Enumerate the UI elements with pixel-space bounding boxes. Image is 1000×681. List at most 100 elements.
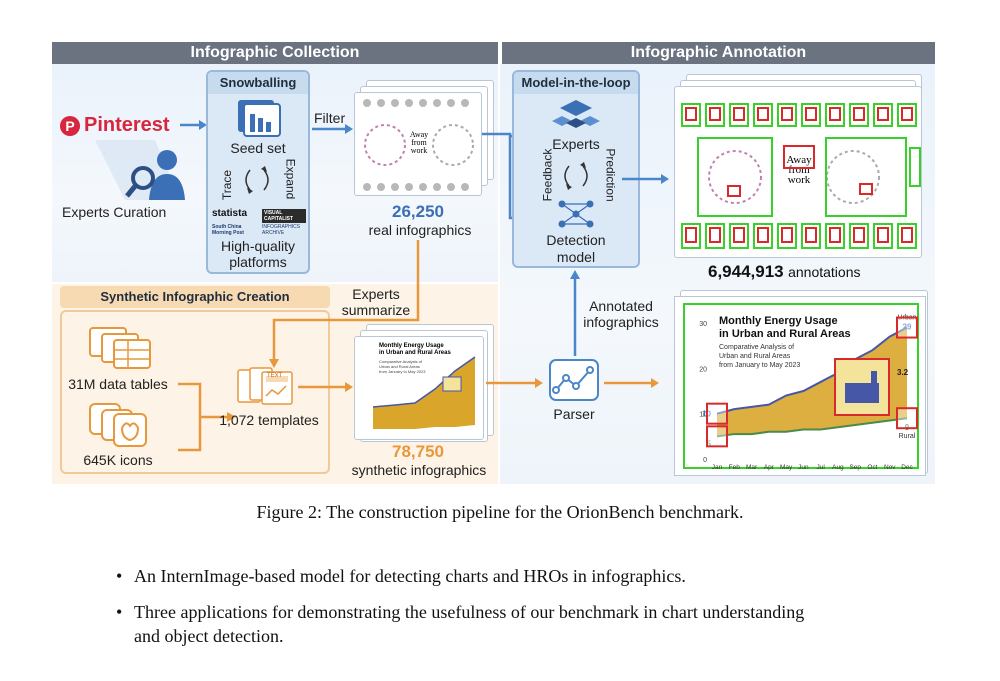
x-tick-label: May xyxy=(780,464,793,471)
annot-green-icon-top xyxy=(729,103,749,127)
x-tick-label: Dec xyxy=(901,464,913,471)
annot-red-rural-start xyxy=(706,425,728,448)
annot-green-icon-top xyxy=(777,103,797,127)
experts-curation-label: Experts Curation xyxy=(62,204,167,220)
annot-red-icon-bottom xyxy=(829,227,841,243)
annot-green-icon-bottom xyxy=(681,223,701,249)
annot-green-icon-top xyxy=(705,103,725,127)
annot-red-rural-end xyxy=(896,407,918,430)
platform-logos: statista VISUAL CAPITALIST South China M… xyxy=(210,208,306,238)
annot-green-icon-top xyxy=(753,103,773,127)
annot-green-icon-bottom xyxy=(777,223,797,249)
annot-green-icon-bottom xyxy=(873,223,893,249)
trace-label: Trace xyxy=(220,169,235,201)
annot-red-icon-bottom xyxy=(853,227,865,243)
feedback-label: Feedback xyxy=(540,148,555,202)
rural-series-label: Rural xyxy=(899,433,916,440)
real-infographic-title: Away from work xyxy=(409,130,429,155)
chart-subtitle: Comparative Analysis of Urban and Rural … xyxy=(719,344,801,369)
annot-red-icon-bottom xyxy=(757,227,769,243)
synthetic-count: 78,750 xyxy=(392,442,444,461)
annot-green-icon-bottom xyxy=(825,223,845,249)
annot-red-icon-bottom xyxy=(709,227,721,243)
expand-label: Expand xyxy=(283,158,298,200)
icons-icon xyxy=(89,403,147,447)
arrow-templates-to-synthetic xyxy=(298,382,353,392)
x-tick-label: Nov xyxy=(884,464,896,471)
urban-end-value: 29 xyxy=(903,323,912,332)
figure-caption: Figure 2: The construction pipeline for … xyxy=(256,502,744,522)
annot-green-icon-bottom xyxy=(729,223,749,249)
annot-red-urban-end xyxy=(896,316,918,339)
parser-icon xyxy=(549,359,599,401)
icons-label: 645K icons xyxy=(83,452,153,468)
visual-capitalist-logo: VISUAL CAPITALIST xyxy=(262,209,306,223)
annot-red-icon-bottom xyxy=(877,227,889,243)
arrow-pinterest-to-snowball xyxy=(180,120,207,130)
annot-green-left xyxy=(697,137,773,217)
real-infographic-thumbnail: Away from work xyxy=(354,92,482,196)
bullet-text-2: Three applications for demonstrating the… xyxy=(134,602,805,646)
chart-green-frame xyxy=(683,303,919,469)
annot-green-icon-top xyxy=(897,103,917,127)
annot-green-icon-bottom xyxy=(897,223,917,249)
network-icon xyxy=(558,200,594,228)
urban-line xyxy=(716,326,908,415)
annot-green-icon-top xyxy=(801,103,821,127)
annot-red-icon-bottom xyxy=(805,227,817,243)
annot-red-icon-bottom xyxy=(733,227,745,243)
x-tick-label: Feb xyxy=(729,464,741,471)
x-tick-label: Mar xyxy=(746,464,758,471)
annotations-count-row: 6,944,913 annotations xyxy=(708,262,861,282)
statista-logo: statista xyxy=(212,208,248,219)
snowballing-title: Snowballing xyxy=(208,72,308,94)
infographics-archive-logo: INFOGRAPHICS ARCHIVE xyxy=(262,224,301,236)
annot-red-icon-top xyxy=(781,107,793,121)
prediction-label: Prediction xyxy=(603,148,618,202)
y-tick-label: 10 xyxy=(699,412,707,419)
scmp-logo: South China Morning Post xyxy=(212,224,244,236)
templates-icon xyxy=(237,367,293,405)
snowballing-box: Snowballing xyxy=(206,70,310,274)
annot-red-urban-start xyxy=(706,402,728,425)
cycle-icon xyxy=(245,166,269,194)
synthetic-inputs-box xyxy=(60,310,330,474)
model-in-the-loop-box: Model-in-the-loop xyxy=(512,70,640,268)
pinterest-wordmark: Pinterest xyxy=(84,114,170,136)
synthetic-thumb-title: Monthly Energy Usage in Urban and Rural … xyxy=(379,343,451,356)
y-tick-label: 0 xyxy=(703,457,707,464)
seed-set-label: Seed set xyxy=(230,140,286,156)
annot-red-icon-top xyxy=(853,107,865,121)
synthetic-title-bar: Synthetic Infographic Creation xyxy=(60,286,330,308)
annot-red-icon-bottom xyxy=(781,227,793,243)
x-tick-label: Jun xyxy=(798,464,809,471)
annot-red-icon-top xyxy=(829,107,841,121)
annotated-infographic: Away from work xyxy=(674,86,922,258)
annot-green-icon-top xyxy=(681,103,701,127)
synthetic-thumb-subtitle: Comparative Analysis of Urban and Rural … xyxy=(379,359,426,374)
annot-red-center xyxy=(783,145,815,169)
arrow-filter xyxy=(312,124,353,134)
synthetic-thumb-chart xyxy=(372,356,476,429)
annot-green-icon-bottom xyxy=(705,223,725,249)
annot-green-icon-bottom xyxy=(753,223,773,249)
x-tick-label: Sep xyxy=(849,464,861,471)
rural-start-value: 5 xyxy=(707,439,712,448)
synthetic-thumbnail: Monthly Energy Usage in Urban and Rural … xyxy=(354,336,484,440)
filter-label: Filter xyxy=(314,110,346,126)
mitl-title: Model-in-the-loop xyxy=(514,72,638,94)
annot-green-icon-bottom xyxy=(801,223,821,249)
experts-summarize-label: Experts summarize xyxy=(341,286,411,318)
annotation-header: Infographic Annotation xyxy=(502,42,935,64)
arrow-model-to-annotated xyxy=(622,174,669,184)
experts-group-icon xyxy=(552,100,600,128)
annot-red-icon-bottom xyxy=(901,227,913,243)
real-infographics-count: 26,250 xyxy=(392,202,444,221)
factory-chimney-icon xyxy=(871,371,877,385)
annot-green-side xyxy=(909,147,921,187)
x-tick-label: Jul xyxy=(816,464,825,471)
arrow-parser-to-model xyxy=(570,270,580,356)
annot-red-icon-top xyxy=(757,107,769,121)
annot-red-icon-top xyxy=(805,107,817,121)
bullet-item: • xyxy=(116,566,123,586)
